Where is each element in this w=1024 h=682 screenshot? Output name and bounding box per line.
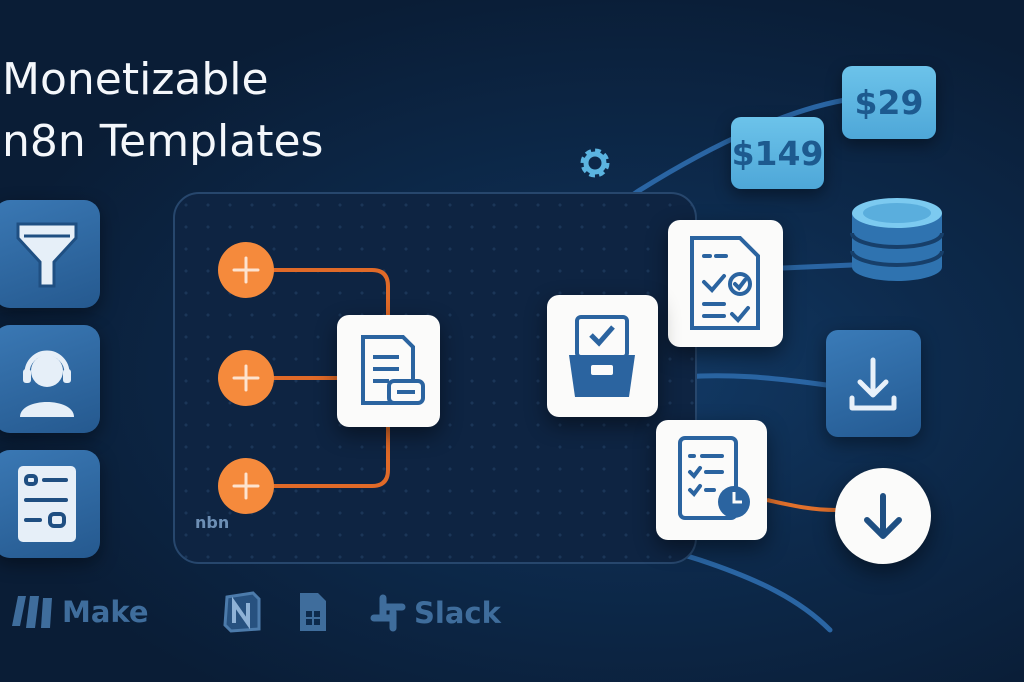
- integration-make: Make: [12, 594, 149, 630]
- scheduled-checklist-tile[interactable]: [656, 420, 767, 540]
- arrow-down-icon: [864, 493, 902, 539]
- integration-slack: Slack: [370, 594, 501, 632]
- download-tile[interactable]: [826, 330, 921, 437]
- funnel-icon: [16, 222, 78, 288]
- template-node[interactable]: [337, 315, 440, 427]
- document-icon: [361, 335, 425, 405]
- make-label: Make: [62, 595, 149, 629]
- notion-logo-icon: [223, 591, 261, 633]
- checklist-document-tile[interactable]: [668, 220, 783, 347]
- checklist-document-icon: [690, 236, 760, 330]
- support-agent-tile[interactable]: [0, 325, 100, 433]
- sheets-logo-icon: [300, 593, 326, 631]
- headline-line2: n8n Templates: [2, 116, 324, 167]
- price-tag-149: $149: [731, 117, 824, 189]
- workflow-wires: [218, 242, 390, 514]
- add-node-buttons: [218, 242, 274, 514]
- make-logo-icon: [12, 596, 52, 628]
- orange-link-clock: [766, 498, 837, 512]
- curve-to-db: [780, 262, 855, 271]
- inbox-tile[interactable]: [547, 295, 658, 417]
- download-tray-icon: [849, 357, 897, 411]
- form-tile[interactable]: [0, 450, 100, 558]
- database-icon: [850, 198, 944, 281]
- funnel-tile[interactable]: [0, 200, 100, 308]
- headset-user-icon: [20, 350, 74, 417]
- scheduled-checklist-icon: [678, 436, 750, 520]
- form-icon: [18, 466, 76, 542]
- download-button[interactable]: [835, 468, 931, 564]
- headline-line1: Monetizable: [2, 54, 269, 105]
- price-tag-29: $29: [842, 66, 936, 139]
- gear-icon[interactable]: [576, 144, 614, 182]
- slack-label: Slack: [414, 596, 501, 630]
- n8n-watermark: nbn: [195, 513, 230, 532]
- inbox-check-icon: [569, 315, 635, 397]
- slack-logo-icon: [370, 594, 406, 632]
